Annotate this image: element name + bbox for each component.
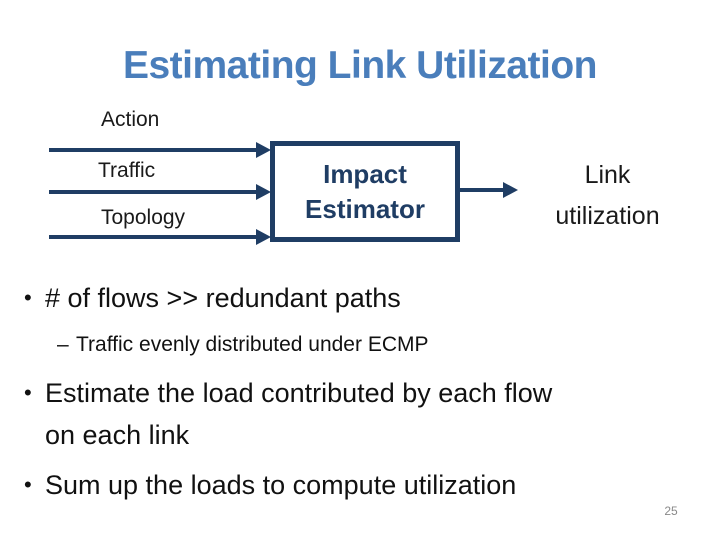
- action-arrow-line: [49, 148, 257, 152]
- bullet-text: # of flows >> redundant paths: [45, 283, 401, 313]
- bullet-text: Estimate the load contributed by each fl…: [45, 372, 552, 456]
- bullet-item-flows: • # of flows >> redundant paths: [24, 281, 401, 315]
- impact-estimator-box-label-line2: Estimator: [305, 193, 425, 224]
- traffic-arrowhead-icon: [256, 184, 271, 200]
- diagram-input-label-traffic: Traffic: [98, 159, 156, 182]
- bullet-marker: •: [24, 380, 32, 405]
- diagram-input-label-topology: Topology: [101, 206, 186, 229]
- sub-bullet-item-ecmp: – Traffic evenly distributed under ECMP: [57, 331, 429, 358]
- topology-arrowhead-icon: [256, 229, 271, 245]
- output-arrow-line: [460, 188, 504, 192]
- sub-bullet-text: Traffic evenly distributed under ECMP: [76, 333, 429, 356]
- output-arrowhead-icon: [503, 182, 518, 198]
- bullet-text-line1: Estimate the load contributed by each fl…: [45, 378, 553, 408]
- action-arrowhead-icon: [256, 142, 271, 158]
- impact-estimator-diagram: Action Traffic Topology Impact Estimator…: [0, 100, 720, 260]
- page-title: Estimating Link Utilization: [122, 44, 598, 87]
- page-number: 25: [664, 504, 678, 518]
- traffic-arrow-line: [49, 190, 257, 194]
- bullet-item-sum-loads: • Sum up the loads to compute utilizatio…: [24, 468, 516, 502]
- impact-estimator-box: Impact Estimator: [270, 141, 460, 242]
- topology-arrow-line: [49, 235, 257, 239]
- bullet-text-line2: on each link: [45, 420, 190, 450]
- bullet-marker: •: [24, 472, 32, 497]
- diagram-output-label: Link utilization: [530, 155, 685, 237]
- diagram-input-label-action: Action: [101, 108, 160, 131]
- sub-bullet-marker: –: [57, 333, 69, 356]
- bullet-item-estimate-load: • Estimate the load contributed by each …: [24, 372, 552, 456]
- bullet-marker: •: [24, 285, 32, 310]
- output-label-line2: utilization: [555, 202, 660, 230]
- output-label-line1: Link: [584, 161, 631, 189]
- bullet-text: Sum up the loads to compute utilization: [45, 470, 517, 500]
- impact-estimator-box-label-line1: Impact: [323, 158, 407, 189]
